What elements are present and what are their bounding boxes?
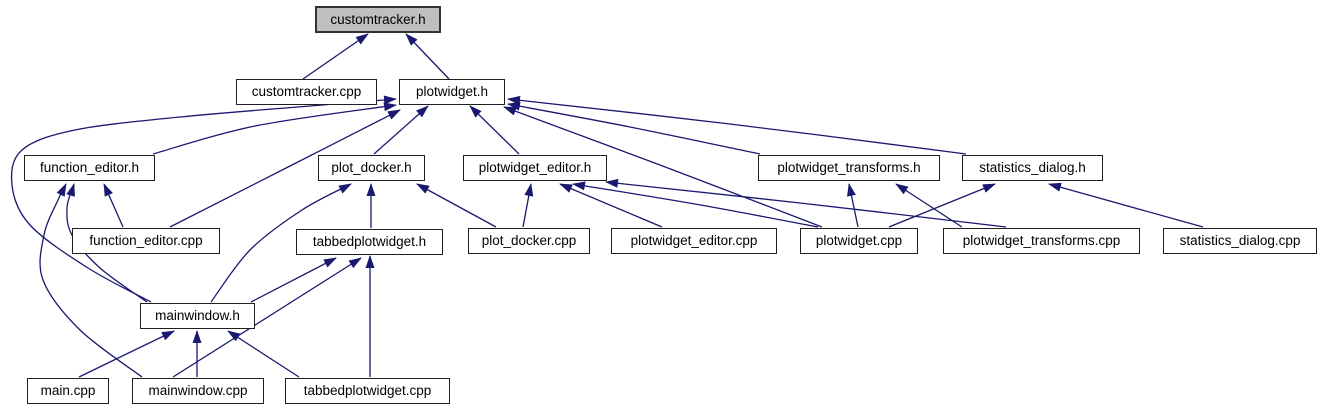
edge-plot_docker_h-to-plotwidget_h (373, 105, 429, 155)
graph-node-label: main.cpp (40, 383, 96, 399)
graph-node-tabbedplotwidget_cpp[interactable]: tabbedplotwidget.cpp (285, 378, 450, 404)
graph-node-plotwidget_cpp[interactable]: plotwidget.cpp (800, 228, 918, 254)
edge-plotwidget_cpp-to-plotwidget_transforms_h (847, 183, 859, 228)
edge-function_editor_cpp-to-plotwidget_h (169, 109, 401, 228)
edge-statistics_dialog_h-to-plotwidget_h (507, 95, 967, 155)
graph-node-statistics_dialog_cpp[interactable]: statistics_dialog.cpp (1163, 228, 1317, 254)
graph-node-label: plotwidget_transforms.h (777, 160, 921, 176)
edge-plot_docker_cpp-to-plotwidget_editor_h (522, 183, 534, 228)
graph-node-label: mainwindow.h (155, 308, 240, 324)
graph-node-customtracker_h: customtracker.h (315, 6, 441, 33)
graph-node-plotwidget_h[interactable]: plotwidget.h (399, 79, 505, 105)
edge-plotwidget_editor_cpp-to-plotwidget_editor_h (559, 183, 663, 228)
edge-customtracker_cpp-to-customtracker_h (302, 33, 369, 80)
graph-node-label: plotwidget_transforms.cpp (962, 233, 1121, 249)
edge-plot_docker_cpp-to-plot_docker_h (416, 183, 497, 228)
graph-node-main_cpp[interactable]: main.cpp (27, 378, 109, 404)
graph-node-plotwidget_transforms_cpp[interactable]: plotwidget_transforms.cpp (943, 228, 1140, 254)
graph-node-mainwindow_cpp[interactable]: mainwindow.cpp (132, 378, 264, 404)
edge-mainwindow_cpp-to-tabbedplotwidget_h (172, 257, 362, 378)
graph-node-plotwidget_editor_h[interactable]: plotwidget_editor.h (463, 155, 607, 181)
edge-mainwindow_h-to-plot_docker_h (210, 183, 352, 303)
graph-node-label: statistics_dialog.h (979, 160, 1086, 176)
graph-node-label: mainwindow.cpp (148, 383, 248, 399)
edge-mainwindow_cpp-to-function_editor_h (39, 183, 143, 378)
graph-node-customtracker_cpp[interactable]: customtracker.cpp (236, 79, 377, 105)
edge-statistics_dialog_cpp-to-statistics_dialog_h (1048, 182, 1204, 228)
graph-node-label: function_editor.h (39, 160, 140, 176)
edge-tabbedplotwidget_cpp-to-mainwindow_h (227, 330, 300, 378)
graph-node-tabbedplotwidget_h[interactable]: tabbedplotwidget.h (296, 229, 443, 255)
edge-main_cpp-to-mainwindow_h (78, 330, 175, 378)
graph-node-statistics_dialog_h[interactable]: statistics_dialog.h (962, 155, 1103, 181)
graph-node-plot_docker_h[interactable]: plot_docker.h (318, 155, 425, 181)
graph-node-label: plot_docker.h (331, 160, 412, 176)
graph-node-label: customtracker.cpp (251, 84, 362, 100)
graph-node-mainwindow_h[interactable]: mainwindow.h (140, 303, 255, 329)
graph-node-label: customtracker.h (330, 11, 426, 27)
graph-node-label: tabbedplotwidget.cpp (303, 383, 432, 399)
graph-node-plotwidget_transforms_h[interactable]: plotwidget_transforms.h (758, 155, 940, 181)
graph-node-label: function_editor.cpp (89, 233, 203, 249)
graph-node-label: plotwidget.cpp (815, 233, 903, 249)
edge-plotwidget_transforms_cpp-to-plotwidget_editor_h (605, 178, 1007, 228)
graph-node-plot_docker_cpp[interactable]: plot_docker.cpp (468, 228, 590, 254)
graph-node-function_editor_cpp[interactable]: function_editor.cpp (72, 228, 220, 254)
edge-plotwidget_cpp-to-statistics_dialog_h (888, 183, 996, 228)
edge-mainwindow_h-to-tabbedplotwidget_h (250, 257, 337, 303)
edge-plotwidget_cpp-to-plotwidget_h (503, 106, 823, 228)
edge-plotwidget_transforms_h-to-plotwidget_h (507, 101, 761, 155)
graph-node-label: statistics_dialog.cpp (1179, 233, 1301, 249)
edge-plotwidget_cpp-to-plotwidget_editor_h (572, 181, 819, 228)
edge-function_editor_cpp-to-function_editor_h (103, 183, 124, 228)
edge-plotwidget_editor_h-to-plotwidget_h (469, 105, 520, 155)
graph-node-plotwidget_editor_cpp[interactable]: plotwidget_editor.cpp (611, 228, 777, 254)
edge-function_editor_h-to-plotwidget_h (152, 102, 397, 155)
graph-node-function_editor_h[interactable]: function_editor.h (24, 155, 155, 181)
graph-node-label: plot_docker.cpp (481, 233, 577, 249)
graph-node-label: tabbedplotwidget.h (312, 234, 427, 250)
graph-node-label: plotwidget_editor.h (478, 160, 592, 176)
graph-node-label: plotwidget.h (415, 84, 489, 100)
edge-mainwindow_h-to-plotwidget_h (10, 95, 397, 303)
graph-node-label: plotwidget_editor.cpp (630, 233, 758, 249)
edge-plotwidget_h-to-customtracker_h (405, 33, 450, 80)
edge-plotwidget_transforms_cpp-to-plotwidget_transforms_h (895, 183, 963, 228)
